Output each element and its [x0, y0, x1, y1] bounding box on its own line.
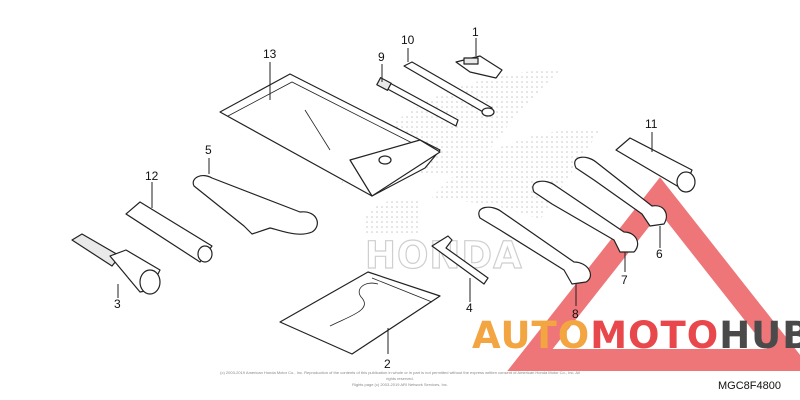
callout-13: 13 — [263, 47, 277, 61]
callout-11: 11 — [645, 117, 658, 131]
spark-plug-wrench — [71, 233, 161, 295]
callout-4: 4 — [466, 301, 473, 315]
screwdriver-10 — [403, 61, 495, 117]
callout-3: 3 — [114, 297, 121, 311]
copyright-notice: (c) 2003-2019 American Honda Motor Co., … — [220, 370, 580, 388]
copyright-line-2: Rights page (c) 2003-2019 ARI Network Se… — [352, 382, 448, 387]
callout-12: 12 — [145, 169, 159, 183]
watermark-triangle — [507, 177, 800, 371]
copyright-line-1: (c) 2003-2019 American Honda Motor Co., … — [220, 370, 580, 381]
wrench-6 — [574, 156, 667, 227]
screwdriver-9 — [376, 77, 459, 127]
callout-labels: 1 2 3 4 5 6 7 8 9 10 11 12 13 — [114, 25, 663, 371]
svg-text:AUTOMOTOHUB: AUTOMOTOHUB — [472, 314, 800, 357]
watermark-auto: AUTO — [472, 314, 590, 357]
callout-9: 9 — [378, 50, 385, 64]
wrench-8 — [478, 206, 591, 285]
automotohub-watermark: AUTOMOTOHUB — [472, 314, 800, 357]
leader-lines — [117, 38, 661, 354]
figure-code: MGC8F4800 — [718, 380, 781, 392]
callout-8: 8 — [572, 307, 579, 321]
wrench-7 — [532, 180, 639, 253]
hex-wrench — [431, 235, 489, 285]
fuse-puller — [455, 55, 503, 79]
extension-bar — [125, 201, 213, 263]
callout-2: 2 — [384, 357, 391, 371]
callout-1: 1 — [472, 25, 479, 39]
socket-bar — [615, 137, 696, 193]
pin-spanner — [192, 174, 318, 235]
watermark-moto: MOTO — [590, 314, 719, 357]
owner-pouch — [279, 271, 441, 355]
callout-10: 10 — [401, 33, 415, 47]
callout-7: 7 — [621, 273, 628, 287]
tool-bag — [219, 73, 441, 197]
watermark-hub: HUB — [719, 314, 800, 357]
callout-5: 5 — [205, 143, 212, 157]
callout-6: 6 — [656, 247, 663, 261]
